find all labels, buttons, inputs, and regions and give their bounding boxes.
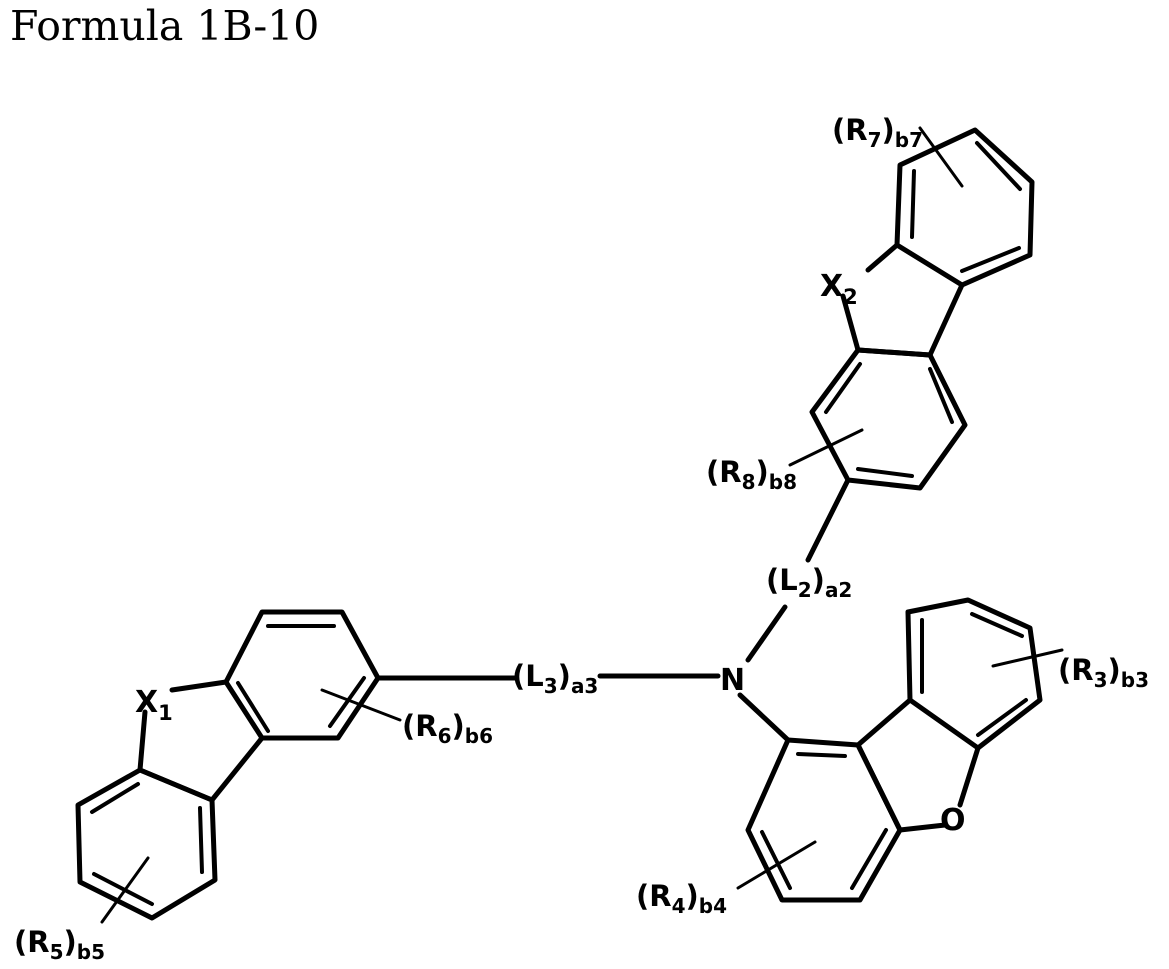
furan-ring: [960, 748, 978, 805]
atom-x1-label: X1: [135, 685, 173, 725]
r4-label: (R4)b4: [636, 879, 727, 918]
r3-substituent-bond: [993, 650, 1062, 666]
atom-n-label: N: [720, 663, 745, 698]
left-fused-ring-system: [78, 612, 515, 922]
bond-l2-to-n: [748, 607, 785, 660]
dibenzofuran-upper-ring: [908, 600, 1040, 748]
r4-substituent-bond: [738, 842, 815, 888]
bond-n-to-dibenzofuran: [740, 695, 788, 740]
r6-substituent-bond: [322, 690, 400, 720]
r5-label: (R5)b5: [14, 925, 105, 964]
left-benzene-ring-upper: [226, 612, 378, 738]
atom-x2-label: X2: [820, 269, 858, 309]
l2-label: (L2)a2: [766, 563, 852, 602]
upper-five-ring: [868, 245, 897, 270]
left-five-ring: [140, 712, 262, 800]
bond-ring-to-l2: [808, 480, 848, 560]
upper-benzene-ring-left: [812, 350, 965, 488]
upper-fused-ring-system: [790, 128, 1032, 560]
r7-label: (R7)b7: [832, 113, 923, 152]
l3-label: (L3)a3: [512, 659, 598, 698]
r6-label: (R6)b6: [402, 709, 493, 748]
atom-o-label: O: [940, 803, 966, 838]
dibenzofuran-lower-ring: [748, 740, 900, 900]
upper-benzene-ring-right: [897, 130, 1032, 285]
dibenzofuran-ring-system: [738, 600, 1062, 900]
left-benzene-ring-lower: [78, 770, 215, 918]
r3-label: (R3)b3: [1058, 653, 1149, 692]
r8-label: (R8)b8: [706, 455, 797, 494]
